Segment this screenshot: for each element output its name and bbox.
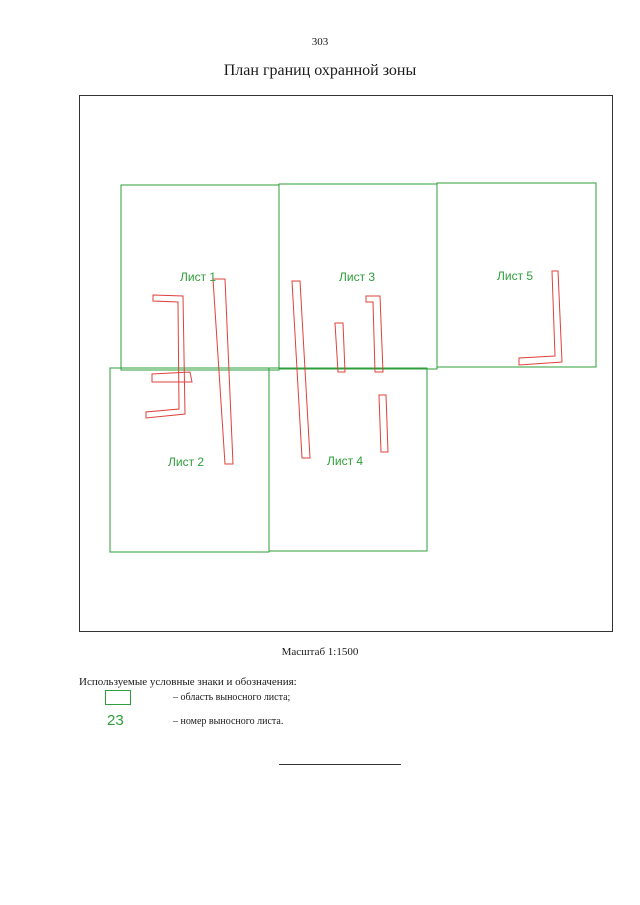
legend-sheet-number-symbol: 23: [107, 712, 124, 729]
legend-sheet-number-text: – номер выносного листа.: [173, 716, 284, 727]
zone-boundary-3: [212, 278, 234, 465]
zone-boundary-5: [334, 322, 346, 373]
zone-boundary-7: [378, 394, 389, 453]
zone-boundary-4: [291, 280, 311, 459]
signature-line: [279, 764, 401, 765]
zone-boundary-6: [365, 295, 384, 373]
sheet-2-label: Лист 2: [168, 455, 204, 469]
sheet-4-area: [268, 367, 428, 552]
page-number: 303: [311, 36, 329, 48]
sheet-5-label: Лист 5: [497, 269, 533, 283]
scale-label: Масштаб 1:1500: [281, 646, 359, 658]
page-title: План границ охранной зоны: [223, 62, 417, 79]
zone-boundary-1: [145, 294, 186, 419]
legend-title: Используемые условные знаки и обозначени…: [79, 676, 297, 688]
sheet-4-label: Лист 4: [327, 454, 363, 468]
map-frame: [79, 95, 613, 632]
sheet-5-area: [436, 182, 597, 368]
zone-boundary-8: [518, 270, 563, 366]
legend-sheet-area-symbol: [105, 690, 131, 705]
sheet-1-label: Лист 1: [180, 270, 216, 284]
legend-sheet-area-text: – область выносного листа;: [173, 692, 291, 703]
sheet-3-label: Лист 3: [339, 270, 375, 284]
zone-boundary-2: [151, 371, 193, 383]
